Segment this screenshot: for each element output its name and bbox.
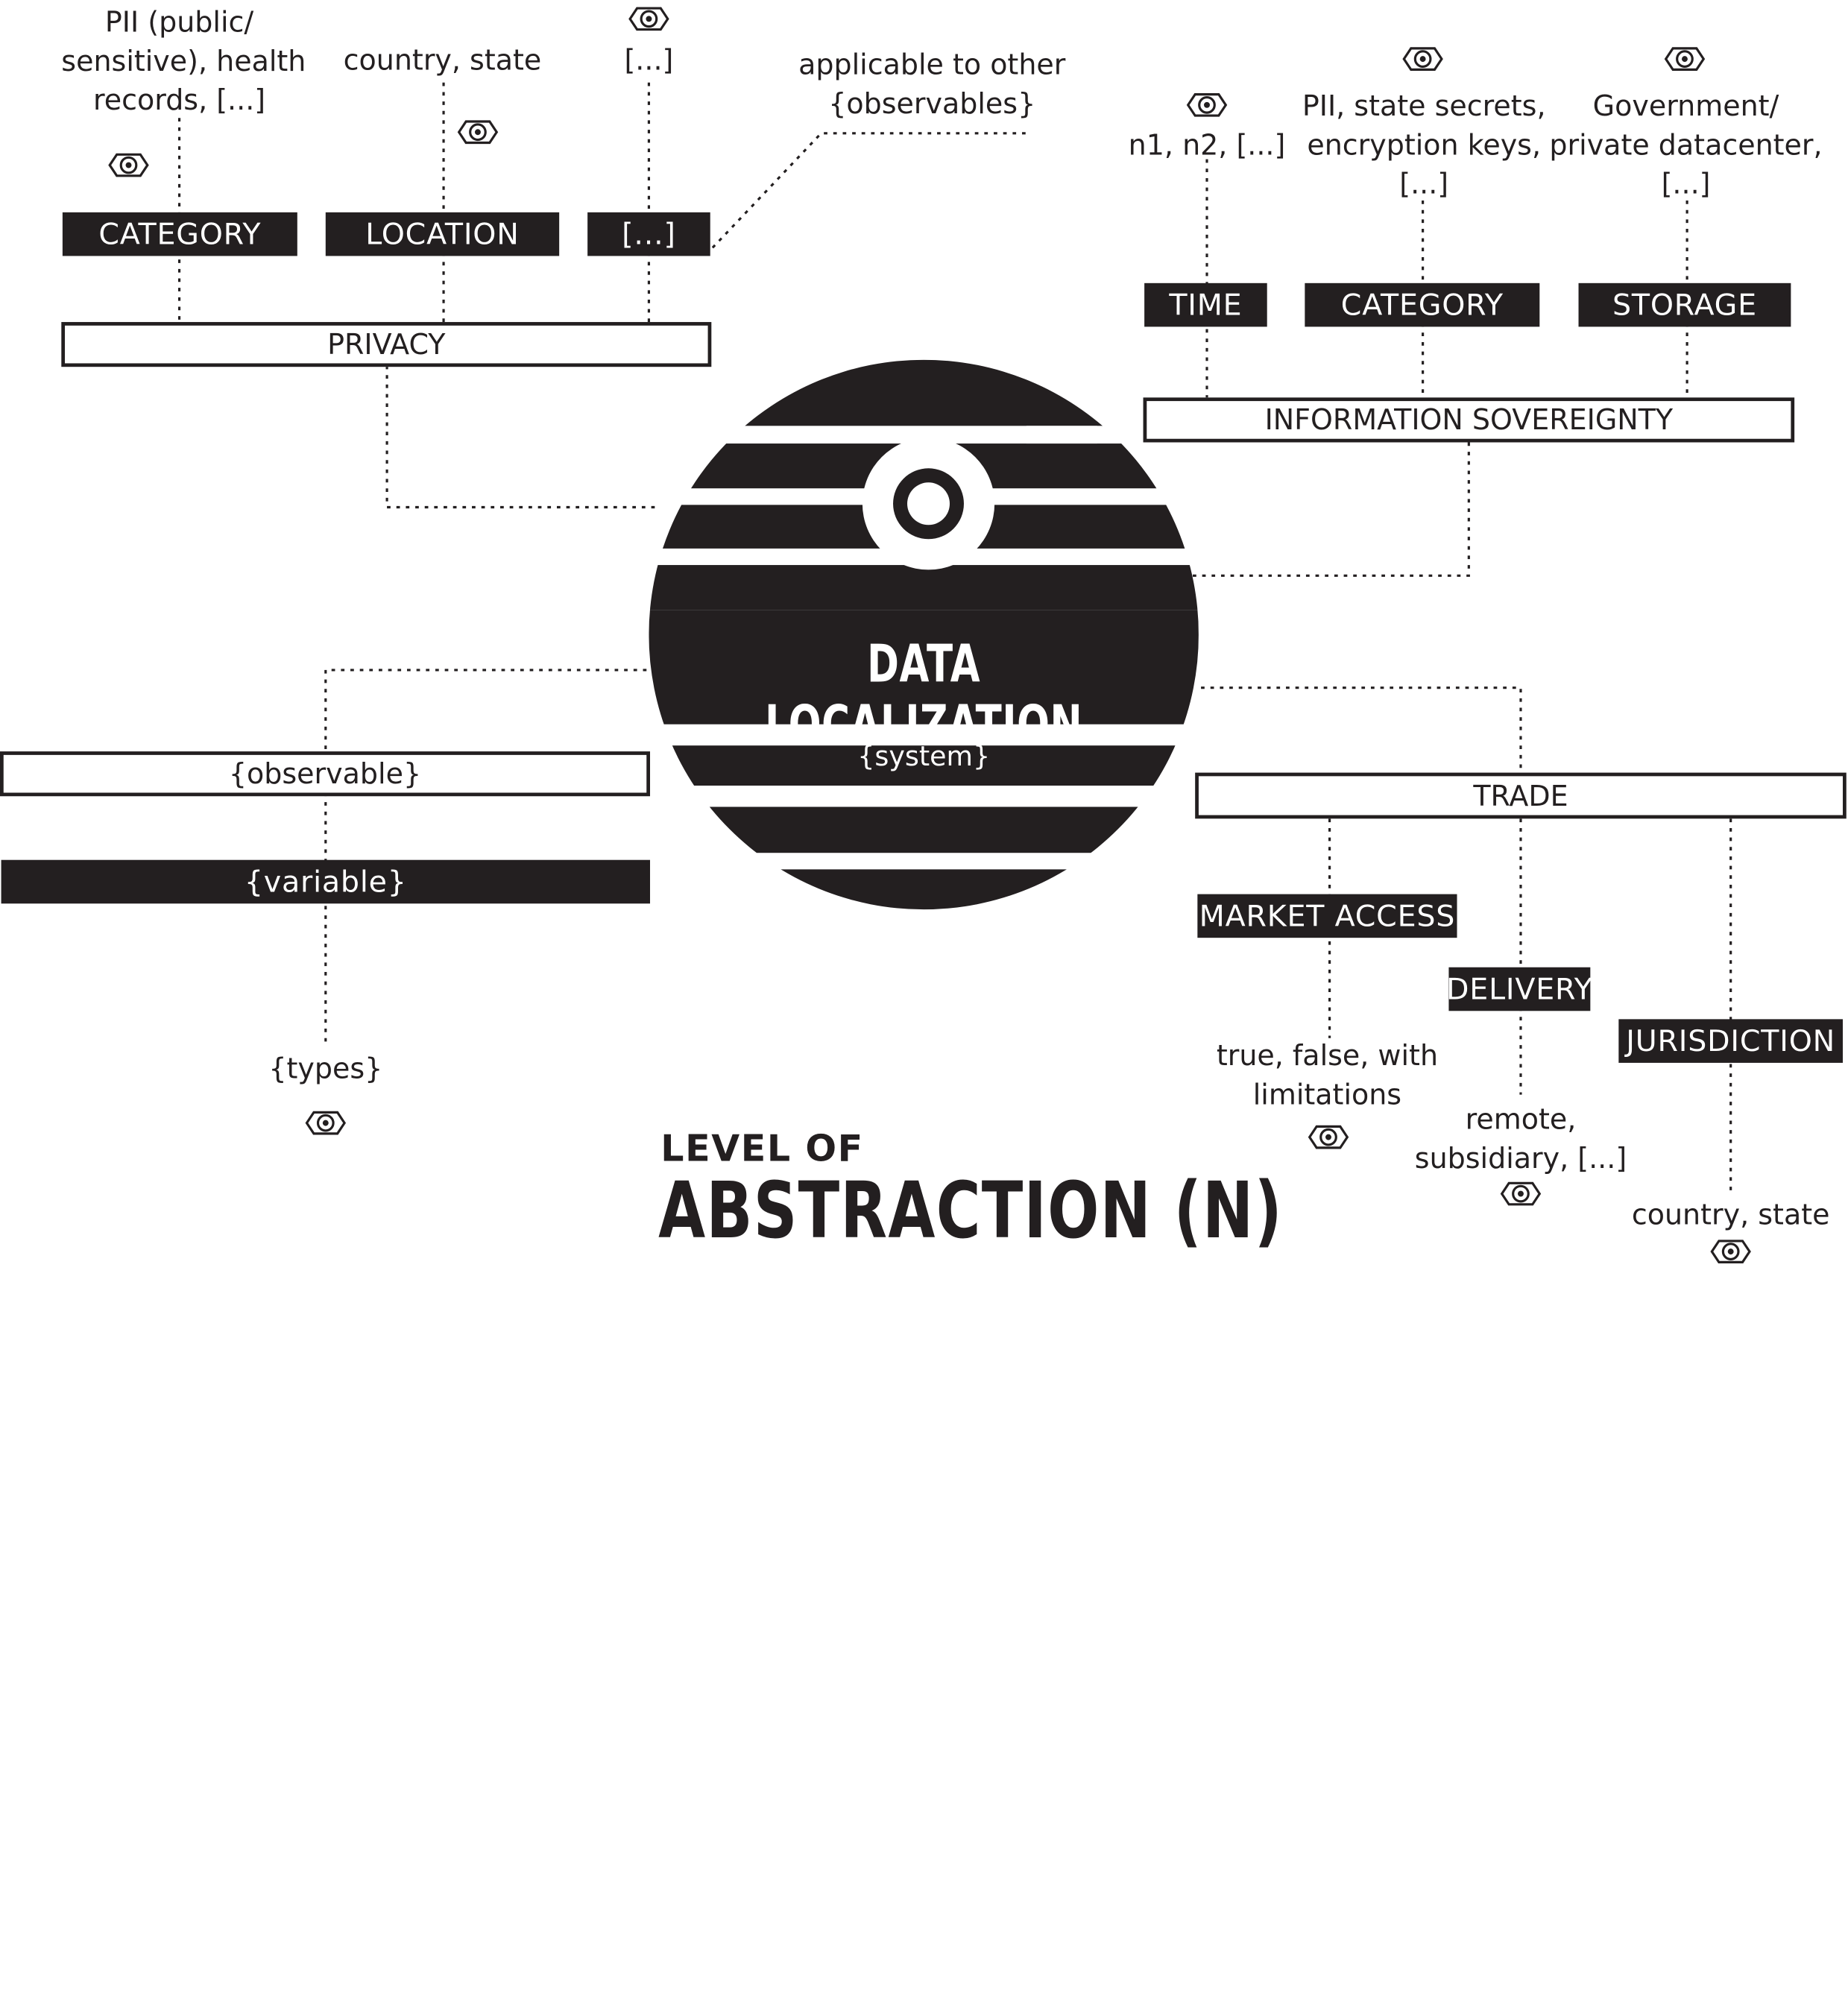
sovereignty-variable-storage: STORAGE — [1578, 282, 1791, 327]
eye-icon — [108, 153, 149, 177]
eye-icon — [1665, 47, 1705, 71]
privacy-other-types: [...] — [624, 43, 674, 77]
privacy-category-types: PII (public/ sensitive), health records,… — [61, 5, 306, 117]
center-subtitle: {system} — [857, 742, 991, 773]
eye-icon — [305, 1111, 346, 1135]
privacy-observable: PRIVACY — [61, 322, 712, 367]
eye-icon — [628, 7, 669, 31]
privacy-variable-location: LOCATION — [325, 212, 560, 256]
eye-icon — [1710, 1240, 1751, 1263]
data-localization-globe — [649, 359, 1199, 910]
sovereignty-observable: INFORMATION SOVEREIGNTY — [1143, 397, 1795, 443]
trade-variable-jurisdiction: JURISDICTION — [1618, 1019, 1844, 1063]
sovereignty-storage-types: Government/ private datacenter, [...] — [1549, 89, 1823, 201]
trade-variable-delivery: DELIVERY — [1446, 967, 1592, 1011]
privacy-location-types: country, state — [343, 43, 542, 77]
sovereignty-variable-time: TIME — [1144, 282, 1267, 327]
connector-lines — [177, 82, 1732, 1194]
sovereignty-variable-category: CATEGORY — [1305, 282, 1540, 327]
abstraction-heading: ABSTRACTION (N) — [658, 1165, 1283, 1257]
trade-delivery-types: remote, subsidiary, [...] — [1414, 1102, 1627, 1175]
trade-jurisdiction-types: country, state — [1631, 1198, 1830, 1232]
legend-types: {types} — [268, 1052, 383, 1085]
legend-variable: {variable} — [1, 859, 651, 904]
sovereignty-category-types: PII, state secrets, encryption keys, [..… — [1302, 89, 1546, 201]
eye-icon — [458, 120, 498, 145]
legend-observable: {observable} — [0, 751, 651, 797]
sovereignty-time-types: n1, n2, [...] — [1128, 128, 1286, 162]
privacy-note: applicable to other {observables} — [798, 48, 1066, 121]
trade-market-access-types: true, false, with limitations — [1216, 1039, 1439, 1111]
trade-variable-market-access: MARKET ACCESS — [1197, 894, 1457, 938]
privacy-variable-category: CATEGORY — [62, 212, 297, 256]
trade-observable: TRADE — [1195, 772, 1847, 819]
eye-icon — [1402, 47, 1443, 71]
eye-icon — [1187, 93, 1227, 117]
level-of-heading: LEVEL OF — [660, 1127, 864, 1170]
privacy-variable-other: [...] — [587, 212, 710, 256]
eye-icon — [1501, 1181, 1541, 1206]
eye-icon — [1308, 1125, 1349, 1149]
center-title: DATA LOCALIZATION — [765, 634, 1083, 755]
